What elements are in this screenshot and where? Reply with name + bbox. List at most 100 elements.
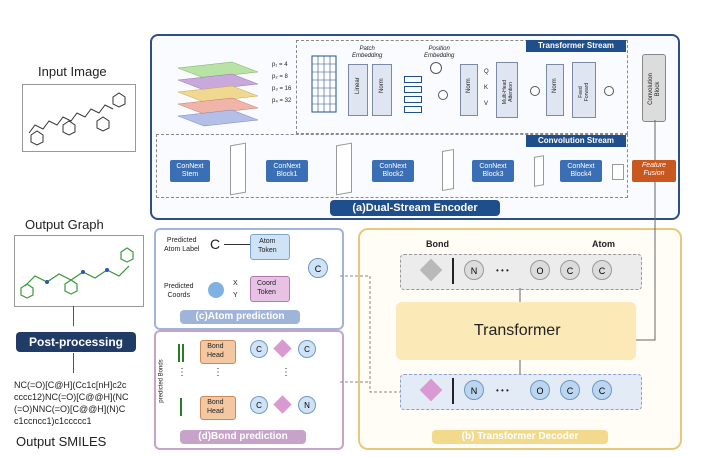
bond-bar-top-2 [182,344,184,362]
layer-label-2: p₃ = 16 [272,86,292,92]
decoder-bottom-token-2: C [560,380,580,400]
decoder-top-token-3: C [592,260,612,280]
layer-4 [177,97,259,115]
bond-prediction-title: (d)Bond prediction [180,430,306,444]
smiles-line-1: cccc12)NC(=O)[C@@H](NC [14,392,129,402]
convolution-stream-box [156,134,628,198]
add-node-3 [604,86,614,96]
x-label: X [233,280,238,287]
input-image-label: Input Image [38,64,107,79]
smiles-line-0: NC(=O)[C@H](Cc1c[nH]c2c [14,380,127,390]
multiscale-layers [177,61,259,127]
output-smiles-label: Output SMILES [16,434,107,449]
token-stack [404,76,422,116]
encoder-title: (a)Dual-Stream Encoder [330,200,500,216]
atom-token-text: Atom Token [258,238,277,254]
bond-head-bottom-text: Bond Head [207,399,224,415]
decoder-top-token-1: O [530,260,550,280]
atom-token-label: Atom Token [258,237,277,255]
bond-bottom-left-atom: C [250,396,268,414]
decoder-top-token-0: N [464,260,484,280]
bond-ellipsis-right: ⋮ [281,367,291,378]
predicted-atom-text: Predicted Atom Label [164,237,200,253]
layer-3 [177,85,259,103]
feature-fusion-text: Feature Fusion [641,162,667,177]
coords-circle [208,282,224,298]
molecule-sketch [28,92,126,146]
layer-1 [177,61,259,79]
position-embedding-text: Position Embedding [424,46,455,59]
decoder-bottom-token-1: O [530,380,550,400]
predicted-coords-text: Predicted Coords [164,283,194,299]
predicted-coords-label: Predicted Coords [164,282,194,300]
conv-block-stem: ConNext Stem [170,160,210,182]
conv-block-4: ConNext Block4 [560,160,602,182]
ff-box [572,62,596,118]
bond-head-top-text: Bond Head [207,343,224,359]
bond-top-left-atom: C [250,340,268,358]
decoder-bottom-ellipsis: • • • [496,386,509,395]
bond-bar-bottom [180,398,182,416]
bond-bar-top-1 [178,344,180,362]
add-node-1 [438,90,448,100]
bond-head-bottom-label: Bond Head [207,398,224,416]
decoder-bottom-separator [452,378,454,404]
add-node-2 [530,86,540,96]
conv-block-3: ConNext Block3 [472,160,514,182]
patch-embedding-label: Patch Embedding [352,46,382,60]
patch-embedding-text: Patch Embedding [352,46,383,59]
norm-box-1 [372,64,392,116]
atom-token-box [250,234,290,260]
bond-head-bottom [200,396,236,420]
bond-ellipsis-mid: ⋮ [213,367,223,378]
decoder-bottom-token-3: C [592,380,612,400]
coord-token-box [250,276,290,302]
feature-fusion-label: Feature Fusion [634,162,674,178]
transformer-stream-box [296,40,628,134]
atom-arrow [224,244,250,245]
convolution-block [642,54,666,122]
token-4 [404,106,422,113]
position-embedding-icon [430,62,442,74]
coord-token-label: Coord Token [257,279,276,297]
smiles-line-2: (=O)NNC(=O)[C@@H](N)C [14,404,126,414]
token-1 [404,76,422,83]
graph-sketch [20,247,134,299]
decoder-top-token-2: C [560,260,580,280]
token-2 [404,86,422,93]
bond-ellipsis-left: ⋮ [177,367,187,378]
feature-fusion [632,160,676,182]
norm-box-2 [460,64,478,116]
feature-map-5 [612,164,624,180]
bond-bottom-right-atom: N [298,396,316,414]
conv-block-2: ConNext Block2 [372,160,414,182]
layer-label-3: p₄ = 32 [272,98,292,104]
decoder-title: (b) Transformer Decoder [432,430,608,444]
atom-symbol: C [210,236,221,252]
position-embedding-label: Position Embedding [424,46,454,60]
token-3 [404,96,422,103]
y-label: Y [233,292,238,299]
decoder-top-ellipsis: • • • [496,266,509,275]
output-graph-label: Output Graph [25,217,104,232]
down-arrow-1 [73,306,74,326]
mha-box [496,62,518,118]
smiles-line-3: c1ccncc1)c1ccccc1 [14,416,92,426]
linear-box [348,64,368,116]
bond-label: Bond [426,239,449,249]
layer-label-1: p₂ = 8 [272,74,288,80]
bond-head-top-label: Bond Head [207,342,224,360]
atom-input-c: C [308,258,328,278]
output-graph-image [14,235,144,307]
bond-top-right-atom: C [298,340,316,358]
v-label: V [484,101,489,107]
transformer-block [396,302,636,360]
decoder-top-separator [452,258,454,284]
layer-5 [177,109,259,127]
conv-block-1: ConNext Block1 [266,160,308,182]
predicted-atom-label: Predicted Atom Label [164,236,199,254]
input-molecule-image [22,84,136,152]
layer-2 [177,73,259,91]
transformer-stream-label: Transformer Stream [526,40,626,52]
